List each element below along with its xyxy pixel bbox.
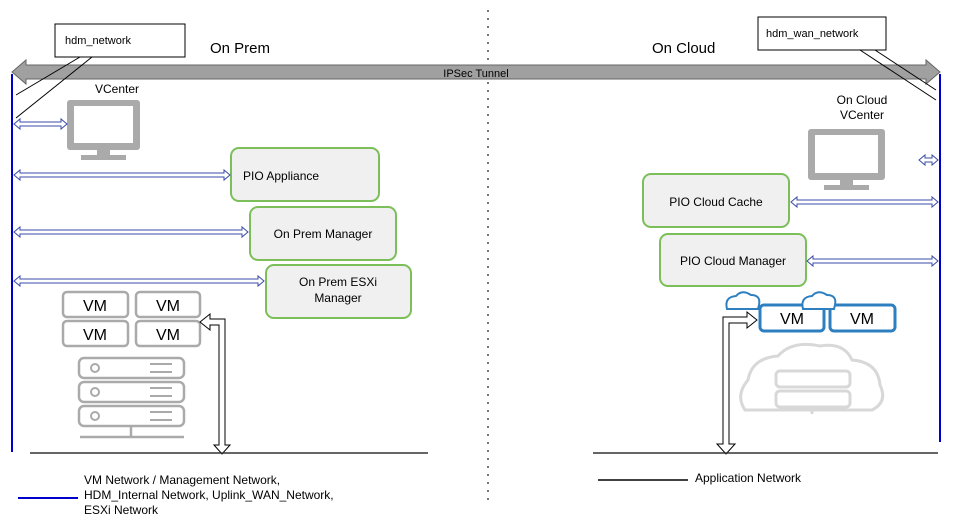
legend-black: Application Network (598, 471, 802, 485)
pio-appliance-node: PIO Appliance (230, 147, 380, 202)
connector-pio-cloud-manager (806, 254, 939, 268)
pio-cloud-cache-node: PIO Cloud Cache (642, 173, 790, 228)
legend-blue: VM Network / Management Network, HDM_Int… (18, 473, 334, 517)
connector-cloud-vcenter (918, 153, 939, 167)
connector-esxi-manager (13, 274, 265, 288)
hdm-network-label: hdm_network (65, 35, 132, 47)
onprem-vm-grid: VM VM VM VM (61, 290, 202, 348)
cloud-vm-app-connector (715, 310, 758, 455)
hdm-wan-network-label: hdm_wan_network (766, 28, 859, 40)
on-cloud-title: On Cloud (652, 40, 715, 57)
pio-cloud-manager-label: PIO Cloud Manager (680, 254, 786, 268)
pio-cloud-manager-node: PIO Cloud Manager (659, 233, 807, 287)
cloud-server-icon (739, 342, 885, 414)
pio-cloud-cache-label: PIO Cloud Cache (669, 195, 763, 209)
onprem-manager-node: On Prem Manager (249, 206, 397, 261)
vm-label: VM (780, 311, 804, 328)
legend-blue-line2: HDM_Internal Network, Uplink_WAN_Network… (84, 488, 334, 502)
vm-label: VM (83, 327, 107, 344)
on-prem-title: On Prem (210, 40, 270, 57)
vm-label: VM (156, 298, 180, 315)
cloud-vcenter-label-line1: On Cloud (837, 93, 888, 107)
connector-pio-appliance (13, 168, 231, 182)
vm-label: VM (850, 311, 874, 328)
legend-blue-line3: ESXi Network (84, 503, 159, 517)
esxi-manager-node: On Prem ESXi Manager (265, 264, 412, 319)
hdm-network-callout: hdm_network (15, 23, 186, 119)
legend-blue-line1: VM Network / Management Network, (84, 473, 280, 487)
connector-onprem-manager (13, 225, 249, 239)
cloud-vcenter-label-line2: VCenter (840, 108, 884, 122)
esxi-manager-label-line1: On Prem ESXi (299, 275, 377, 289)
connector-pio-cloud-cache (790, 195, 939, 209)
vm-label: VM (156, 327, 180, 344)
connector-vcenter (13, 117, 68, 131)
cloud-icon (801, 291, 837, 310)
legend-black-label: Application Network (695, 471, 802, 485)
cloud-icon (725, 291, 761, 310)
onprem-manager-label: On Prem Manager (274, 227, 373, 241)
vcenter-label: VCenter (95, 82, 139, 96)
esxi-manager-label-line2: Manager (314, 291, 361, 305)
hdm-wan-network-callout: hdm_wan_network (757, 16, 937, 101)
ipsec-tunnel: IPSec Tunnel (11, 58, 941, 86)
onprem-vm-app-connector (199, 312, 232, 455)
cloud-vm-group: VM VM (725, 291, 897, 333)
pio-appliance-label: PIO Appliance (243, 169, 319, 183)
cloud-vcenter-monitor-icon (808, 129, 885, 190)
server-stack-icon (77, 356, 186, 439)
ipsec-tunnel-label: IPSec Tunnel (443, 68, 508, 80)
vcenter-monitor-icon (67, 100, 140, 160)
vm-label: VM (83, 298, 107, 315)
